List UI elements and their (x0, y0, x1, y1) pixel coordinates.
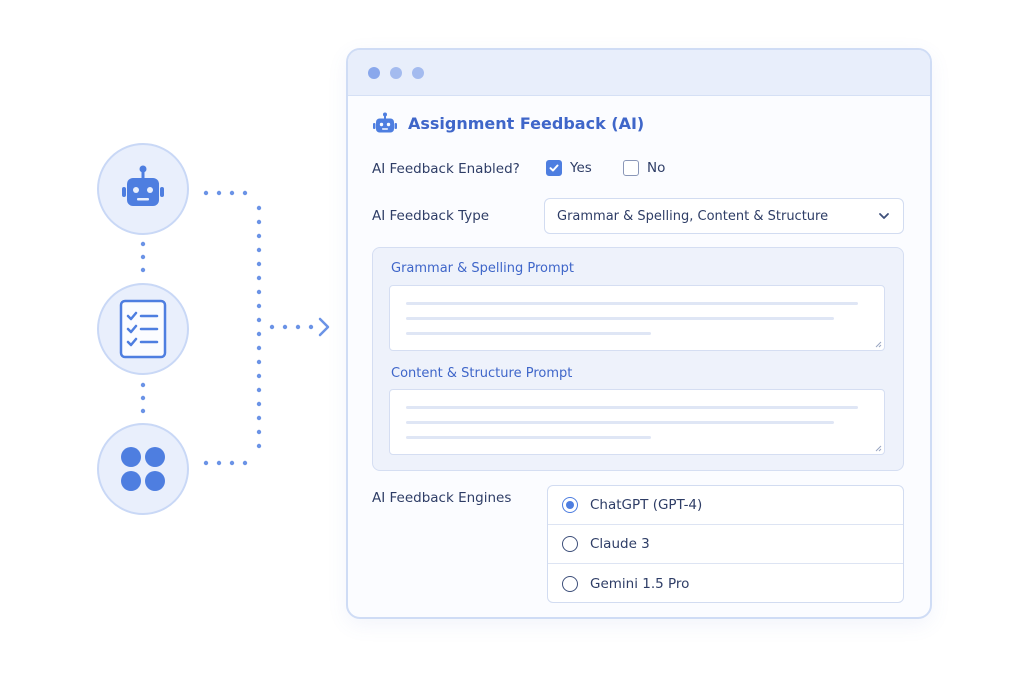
resize-handle-icon[interactable] (874, 444, 882, 452)
window-header: Assignment Feedback (AI) (372, 112, 644, 134)
feedback-engines-list: ChatGPT (GPT-4) Claude 3 Gemini 1.5 Pro (547, 485, 904, 603)
checkbox-no[interactable]: No (623, 160, 665, 176)
checklist-icon (119, 299, 167, 359)
window-dot-minimize[interactable] (390, 66, 402, 79)
checkbox-no-label: No (647, 160, 666, 176)
text-placeholder-line (406, 436, 651, 439)
checkbox-checked-icon[interactable] (546, 160, 562, 176)
checkbox-yes[interactable]: Yes (546, 160, 592, 176)
window-titlebar (348, 50, 930, 96)
text-placeholder-line (406, 317, 834, 320)
content-prompt-textarea[interactable] (389, 389, 885, 455)
checklist-node (97, 283, 189, 375)
engine-option-label: Gemini 1.5 Pro (590, 575, 690, 592)
page-title: Assignment Feedback (AI) (408, 113, 645, 133)
feedback-window: Assignment Feedback (AI) AI Feedback Ena… (346, 48, 932, 619)
text-placeholder-line (406, 421, 834, 424)
text-placeholder-line (406, 302, 858, 305)
robot-node (97, 143, 189, 235)
apps-grid-icon (121, 447, 165, 491)
grammar-prompt-label: Grammar & Spelling Prompt (391, 261, 575, 276)
checkbox-yes-label: Yes (570, 160, 592, 176)
window-dot-maximize[interactable] (412, 66, 424, 79)
text-placeholder-line (406, 406, 858, 409)
chevron-down-icon (879, 213, 889, 219)
flow-arrow-icon (318, 317, 330, 337)
engine-option-gemini[interactable]: Gemini 1.5 Pro (548, 564, 903, 602)
content-prompt-label: Content & Structure Prompt (391, 366, 573, 381)
engine-option-claude[interactable]: Claude 3 (548, 525, 903, 564)
engine-option-label: Claude 3 (590, 536, 650, 552)
robot-icon (373, 112, 397, 133)
checkmark-icon (549, 164, 559, 172)
checkbox-unchecked-icon[interactable] (623, 160, 639, 176)
feedback-type-selected-value: Grammar & Spelling, Content & Structure (557, 208, 829, 224)
window-dot-close[interactable] (368, 66, 380, 79)
feedback-engines-label: AI Feedback Engines (372, 490, 512, 506)
engine-option-label: ChatGPT (GPT-4) (590, 497, 703, 513)
flow-connectors (140, 190, 330, 466)
radio-unselected-icon[interactable] (562, 575, 578, 592)
resize-handle-icon[interactable] (874, 340, 882, 348)
feedback-type-select[interactable]: Grammar & Spelling, Content & Structure (544, 198, 904, 234)
feedback-type-label: AI Feedback Type (372, 208, 490, 224)
engine-option-chatgpt[interactable]: ChatGPT (GPT-4) (548, 486, 903, 525)
radio-unselected-icon[interactable] (562, 536, 578, 552)
text-placeholder-line (406, 332, 651, 335)
feedback-enabled-label: AI Feedback Enabled? (372, 161, 520, 177)
apps-node (97, 423, 189, 515)
flow-diagram (0, 0, 340, 682)
grammar-prompt-textarea[interactable] (389, 285, 885, 351)
prompts-panel: Grammar & Spelling Prompt Content & Stru… (372, 247, 904, 471)
robot-icon (122, 165, 164, 206)
radio-selected-icon[interactable] (562, 497, 578, 513)
